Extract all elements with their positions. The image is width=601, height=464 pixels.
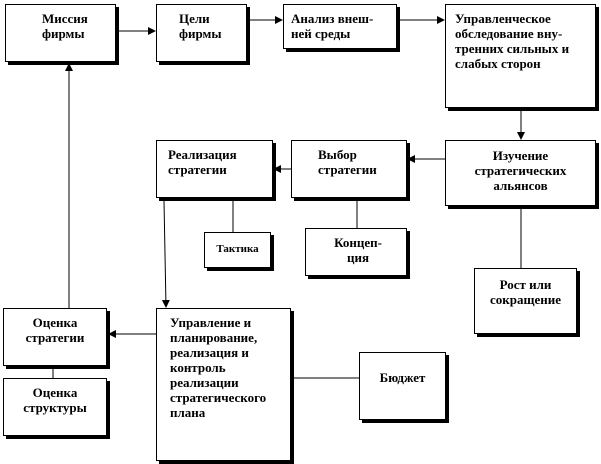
box-structure-evaluation: Оценка структуры [3, 378, 107, 436]
box-strategic-alliances: Изучение стратегических альянсов [445, 140, 596, 206]
box-internal-survey: Управленческое обследование вну- тренних… [445, 4, 596, 108]
box-strategy-implementation: Реализация стратегии [156, 140, 273, 198]
box-external-analysis: Анализ внеш- ней среды [283, 4, 397, 49]
box-budget: Бюджет [359, 352, 446, 420]
box-management-planning: Управление и планирование, реализация и … [156, 308, 291, 461]
box-goals: Цели фирмы [156, 4, 247, 62]
arrow-implementation-to-management [161, 200, 170, 308]
box-growth-or-reduction: Рост или сокращение [474, 268, 577, 334]
box-mission: Миссия фирмы [5, 4, 116, 62]
box-tactics: Тактика [204, 232, 271, 268]
box-concept: Концеп- ция [305, 228, 407, 276]
box-strategy-choice: Выбор стратегии [291, 140, 407, 198]
box-strategy-evaluation: Оценка стратегии [3, 308, 107, 366]
